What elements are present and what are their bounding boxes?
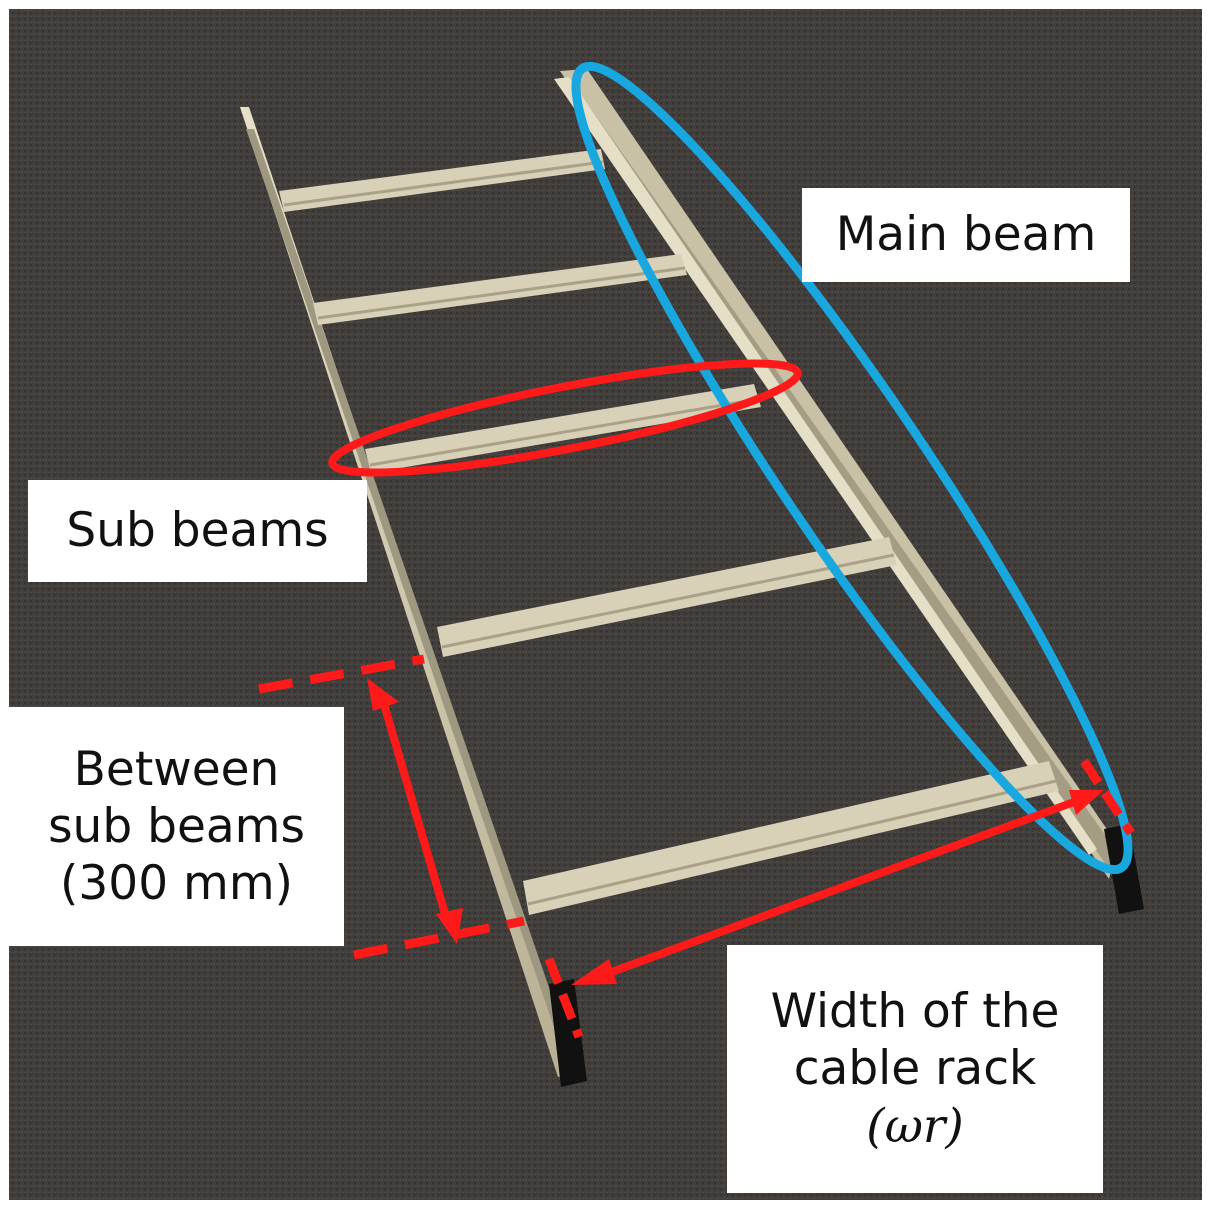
photo-frame: Main beam Sub beams Between sub beams (3… bbox=[9, 9, 1202, 1200]
sub-beams bbox=[279, 149, 1059, 915]
width-label-line-3: (ωr) bbox=[866, 1098, 964, 1154]
rack-width-label: Width of the cable rack (ωr) bbox=[727, 945, 1103, 1193]
main-beam-label: Main beam bbox=[802, 188, 1130, 282]
between-dimension bbox=[258, 654, 525, 960]
between-label-line-2: sub beams bbox=[48, 798, 305, 854]
sub-beams-label: Sub beams bbox=[28, 480, 367, 582]
side-rail bbox=[240, 107, 587, 1087]
width-label-line-2: cable rack bbox=[793, 1041, 1037, 1097]
between-label-line-3: (300 mm) bbox=[60, 856, 293, 912]
main-beam-label-text: Main beam bbox=[835, 207, 1097, 263]
sub-beam bbox=[279, 149, 605, 212]
width-label-line-1: Width of the bbox=[770, 984, 1060, 1039]
sub-beam bbox=[523, 761, 1059, 915]
between-sub-beams-label: Between sub beams (300 mm) bbox=[9, 707, 344, 946]
sub-beam bbox=[365, 384, 761, 473]
sub-beam bbox=[437, 537, 897, 657]
main-beam bbox=[554, 69, 1144, 914]
width-dimension bbox=[544, 758, 1135, 1039]
between-label-line-1: Between bbox=[73, 741, 280, 797]
sub-beam-highlight bbox=[328, 359, 802, 477]
sub-beams-label-text: Sub beams bbox=[66, 503, 329, 559]
main-beam-highlight bbox=[571, 61, 1133, 875]
